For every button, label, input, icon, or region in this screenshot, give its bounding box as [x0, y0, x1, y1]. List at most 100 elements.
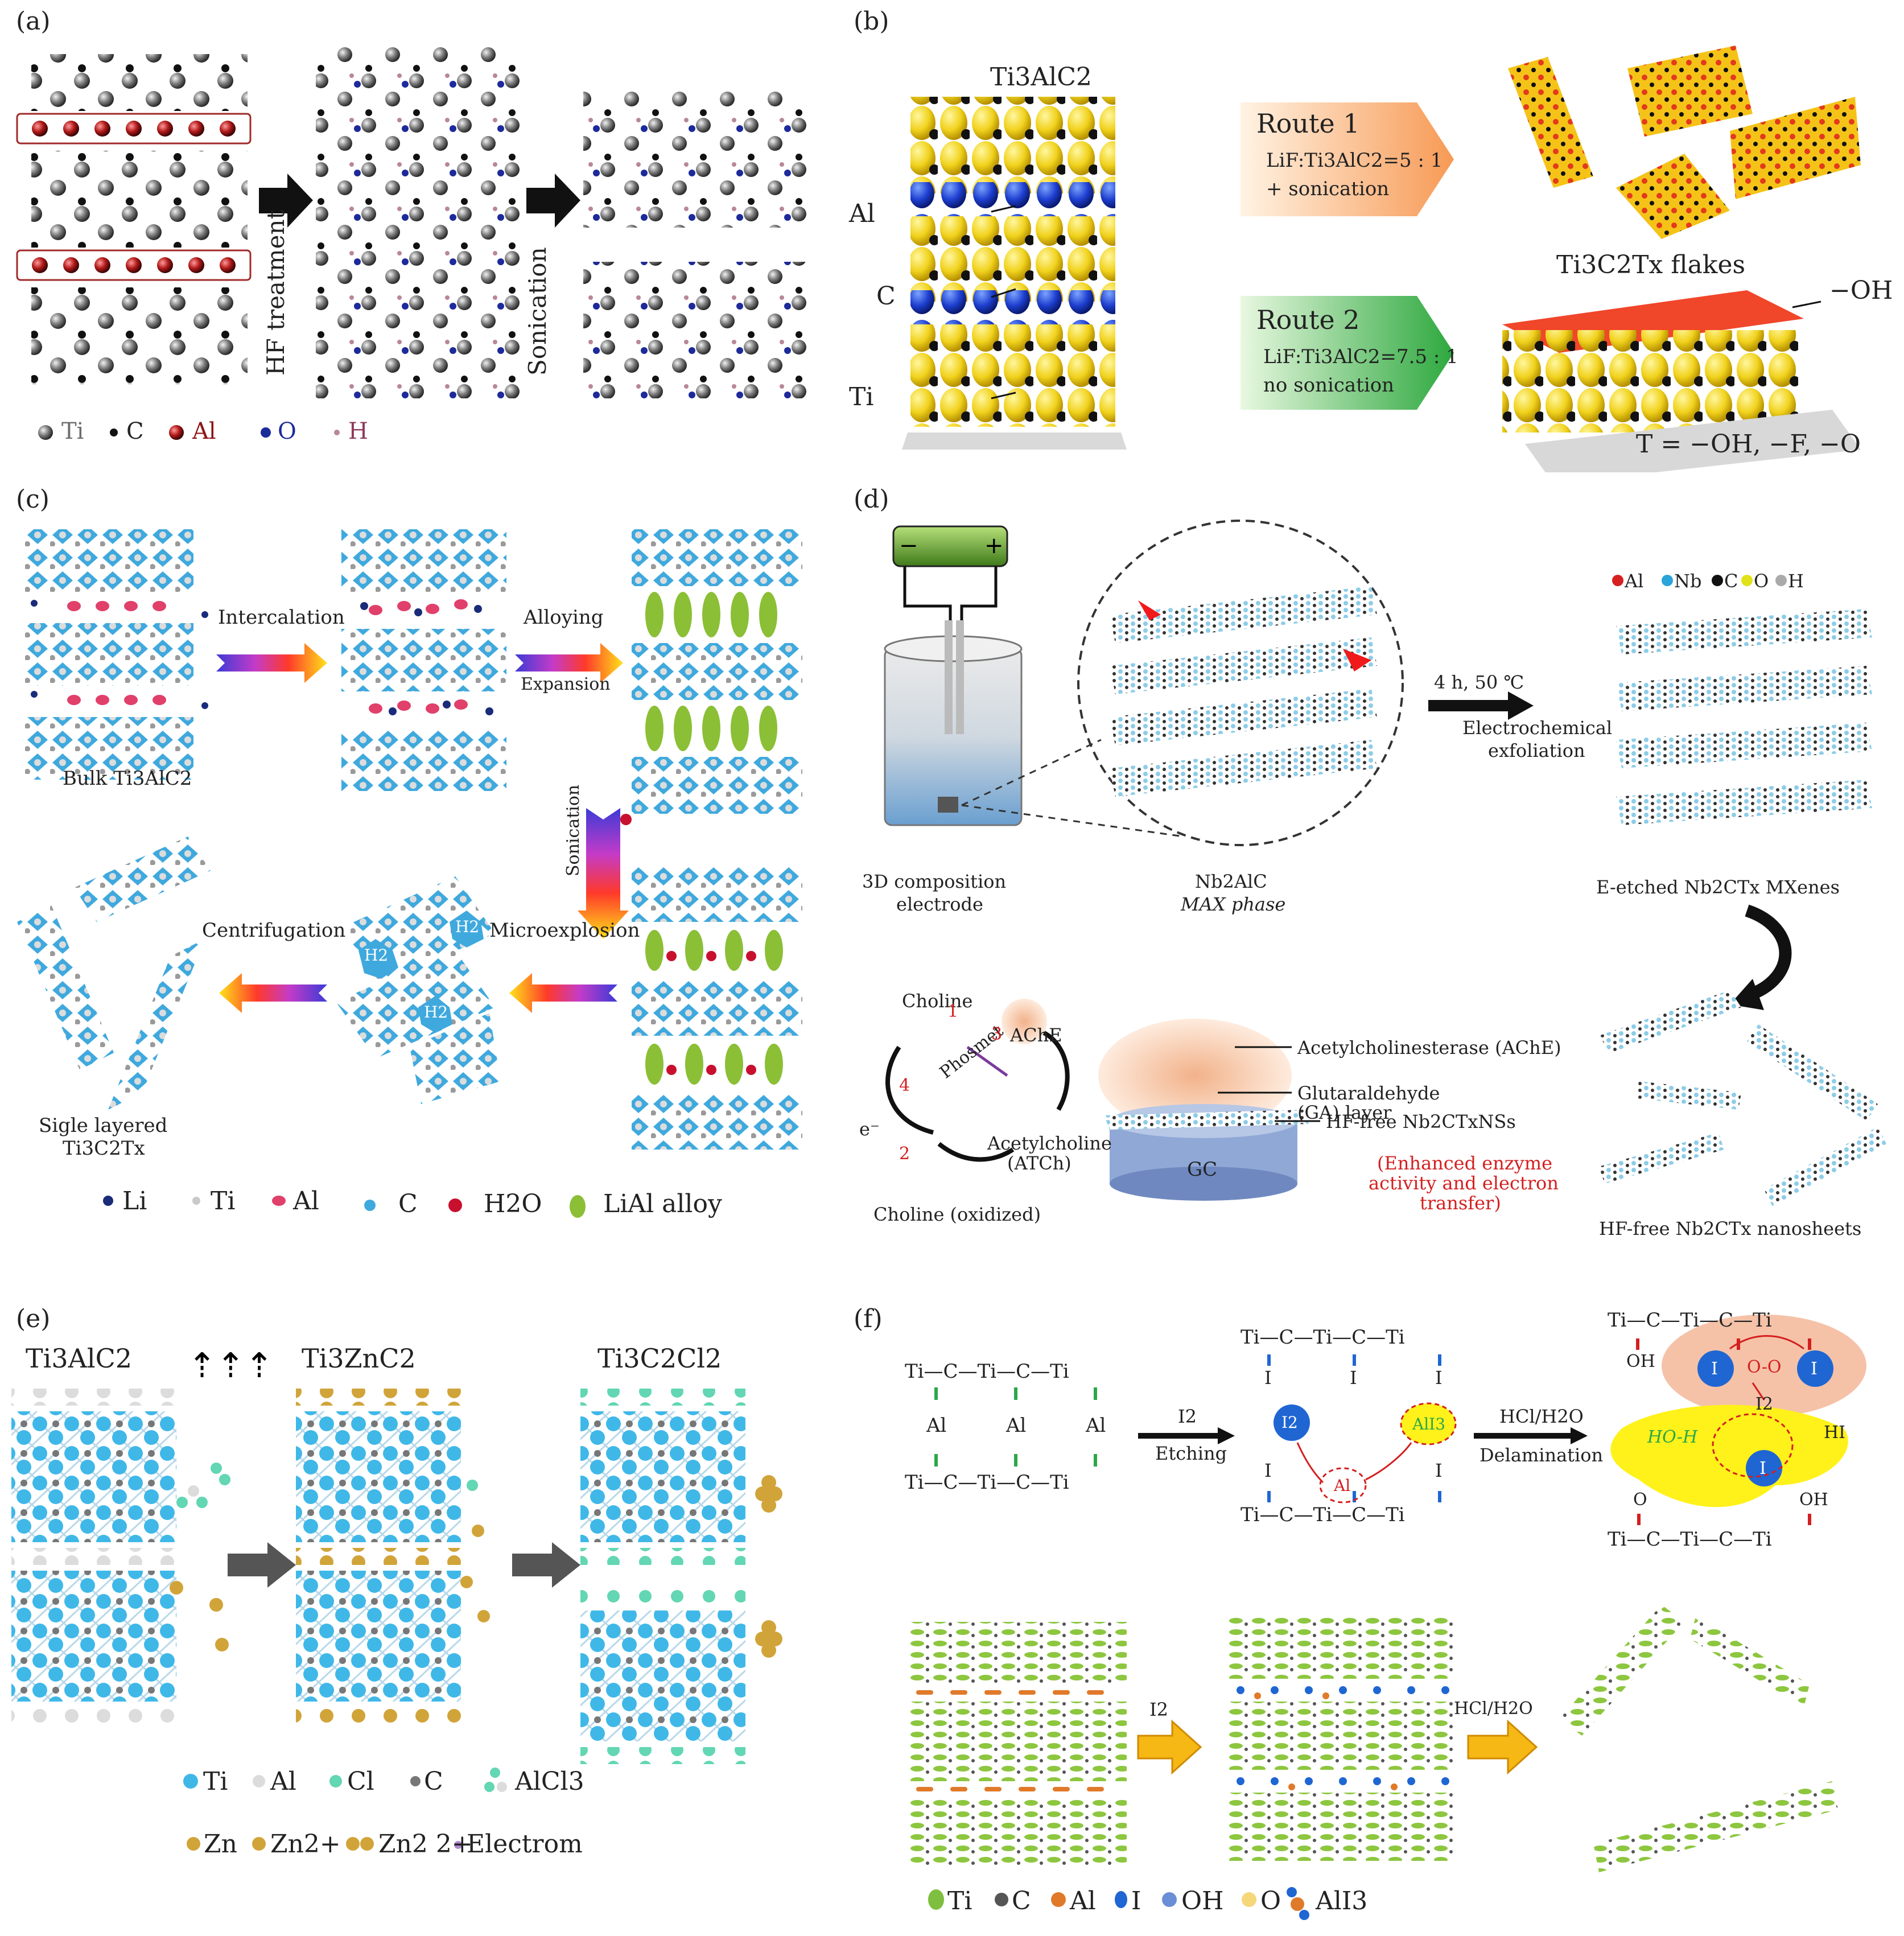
route-1-line1: LiF:Ti3AlC2=5 : 1 [1266, 149, 1443, 172]
single-label-1: Sigle layered [39, 1114, 168, 1137]
process-label-1: Electrochemical [1462, 717, 1613, 739]
legend-e-zn2: Zn2+ [270, 1830, 341, 1859]
electrode-cell [884, 620, 1023, 826]
panel-d-label: (d) [854, 485, 889, 514]
legend-d-c: C [1724, 570, 1738, 592]
alcl3-released: ⇡⇡⇡ [170, 1346, 274, 1651]
panel-b-figure [902, 46, 1861, 472]
i-m4: I [1264, 1460, 1272, 1481]
delamination-label: Delamination [1479, 1444, 1604, 1466]
flakes-small [1508, 46, 1861, 239]
legend-f-o: O [1260, 1886, 1281, 1916]
o-right: O [1633, 1490, 1647, 1510]
legend-o-label: O [278, 418, 296, 444]
sonication-vertical-label: Sonication [563, 784, 583, 876]
legend-f-i: I [1131, 1886, 1141, 1916]
h2-label-2: H2 [455, 917, 480, 936]
max-layers [1110, 586, 1377, 797]
intercalation-label: Intercalation [218, 606, 345, 629]
sonication-arrow [578, 808, 629, 939]
max-label-2: MAX phase [1181, 893, 1286, 915]
legend-lial: LiAl alloy [603, 1189, 722, 1218]
microexplosion-label: Microexplosion [489, 919, 640, 942]
ga-label-2: (GA) layer [1297, 1102, 1392, 1123]
legend-e-al: Al [270, 1767, 296, 1796]
legend-e-zn22: Zn2 2+ [378, 1830, 473, 1859]
panel-c-label: (c) [16, 485, 50, 514]
choline-ox-label: Choline (oxidized) [873, 1204, 1041, 1225]
expansion-label: Expansion [521, 674, 611, 694]
i-m3: I [1435, 1367, 1443, 1389]
legend-f-ti: Ti [947, 1886, 972, 1916]
acetylcholine-label-1: Acetylcholine [987, 1132, 1112, 1154]
i2-arrow [1137, 1719, 1202, 1775]
oh-label: −OH [1829, 276, 1893, 305]
h2-bubble-1 [358, 939, 398, 979]
legend-e-alcl3: AlCl3 [515, 1767, 584, 1796]
i2-ball-label: I2 [1281, 1413, 1298, 1432]
svg-text:+: + [984, 533, 1004, 559]
al-dashed-label: Al [1334, 1476, 1351, 1495]
route-1-title: Route 1 [1256, 108, 1360, 139]
legend-li: Li [122, 1187, 147, 1216]
panel-f-label: (f) [854, 1304, 883, 1333]
delaminated-flakes [1559, 1605, 1838, 1872]
max-label-1: Nb2AlC [1195, 871, 1267, 892]
step-1: 1 [947, 1002, 959, 1021]
panel-f: (f) [842, 1297, 1904, 1935]
oh-top: OH [1626, 1352, 1655, 1371]
chain-bottom-right: Ti—C—Ti—C—Ti [1608, 1528, 1772, 1551]
legend-d-al: Al [1625, 570, 1644, 592]
panel-a-legend [38, 425, 340, 440]
centrifugation-arrow [219, 973, 327, 1013]
i-right-1: I [1711, 1359, 1718, 1379]
step-2: 2 [899, 1144, 910, 1164]
atom-label-ti: Ti [849, 382, 874, 411]
electron-label: e⁻ [859, 1118, 880, 1140]
enhanced-label-2: activity and electron [1369, 1172, 1559, 1194]
etched-label: E-etched Nb2CTx MXenes [1596, 876, 1840, 898]
legend-d-nb: Nb [1674, 570, 1702, 592]
i2-bottom-label: I2 [1149, 1699, 1168, 1720]
single-label-2: Ti3C2Tx [63, 1137, 145, 1160]
panel-a-label: (a) [16, 7, 51, 36]
h2-bubble-2 [450, 911, 484, 948]
hf-free-ns-label: HF-free Nb2CTxNSs [1326, 1111, 1516, 1132]
max-phase-zoom [1077, 520, 1404, 846]
bond-lines [934, 1387, 1097, 1467]
etched-mxenes [1616, 609, 1872, 825]
arrow-e2 [512, 1542, 580, 1588]
acetylcholine-label-2: (ATCh) [1007, 1152, 1071, 1174]
hi-label: HI [1824, 1423, 1846, 1443]
intercalated-crystal [341, 529, 506, 791]
al-1: Al [926, 1414, 947, 1437]
al-layer-2 [32, 257, 236, 273]
etching-arrow [1138, 1427, 1235, 1444]
panel-c: (c) [0, 478, 836, 1235]
arrow-sonication [526, 174, 580, 228]
panel-e: (e) ⇡⇡⇡ [0, 1297, 836, 1935]
chain-bottom-left: Ti—C—Ti—C—Ti [905, 1471, 1069, 1494]
centrifugation-label: Centrifugation [202, 919, 346, 942]
route-2-title: Route 2 [1256, 304, 1360, 335]
panel-f-legend [928, 1887, 1309, 1920]
nanosheets [1599, 990, 1886, 1206]
route-1-line2: + sonication [1266, 178, 1390, 200]
legend-f-c: C [1012, 1886, 1031, 1916]
hcl-arrow [1467, 1719, 1538, 1775]
chain-top-left: Ti—C—Ti—C—Ti [905, 1360, 1069, 1383]
step-4: 4 [899, 1076, 910, 1095]
panel-d: (d) − + [842, 478, 1904, 1241]
legend-c-label: C [126, 418, 144, 444]
i2-etching-label: I2 [1178, 1406, 1197, 1427]
legend-ti: Ti [211, 1187, 236, 1216]
panel-d-legend [1612, 575, 1787, 586]
legend-h2o: H2O [484, 1189, 542, 1218]
panel-e-label: (e) [16, 1304, 51, 1333]
hcl-bottom-label: HCl/H2O [1454, 1699, 1533, 1719]
legend-e-ti: Ti [203, 1767, 228, 1796]
legend-al: Al [293, 1187, 319, 1216]
single-layers [17, 837, 211, 1110]
flakes-label: Ti3C2Tx flakes [1556, 250, 1746, 279]
panel-e-figure: ⇡⇡⇡ [11, 1346, 782, 1851]
